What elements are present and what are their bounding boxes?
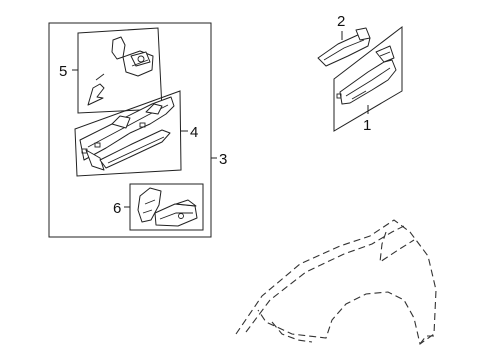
part-4-frame-rail [79,96,175,171]
part-1-apron-rail [336,45,397,105]
callout-3: 3 [219,151,227,168]
subframe-1 [333,25,403,132]
callout-2: 2 [337,13,345,30]
callout-6: 6 [113,200,121,217]
subframe-4 [74,90,182,177]
callout-4: 4 [190,124,198,141]
callout-5: 5 [59,63,67,80]
part-6-reinforcement [137,187,198,227]
fender-outline [235,219,437,345]
assembly-frame-3 [48,22,212,238]
callout-1: 1 [363,117,371,134]
part-5-bracket [87,36,154,106]
part-2-upper-bracket [317,27,371,67]
